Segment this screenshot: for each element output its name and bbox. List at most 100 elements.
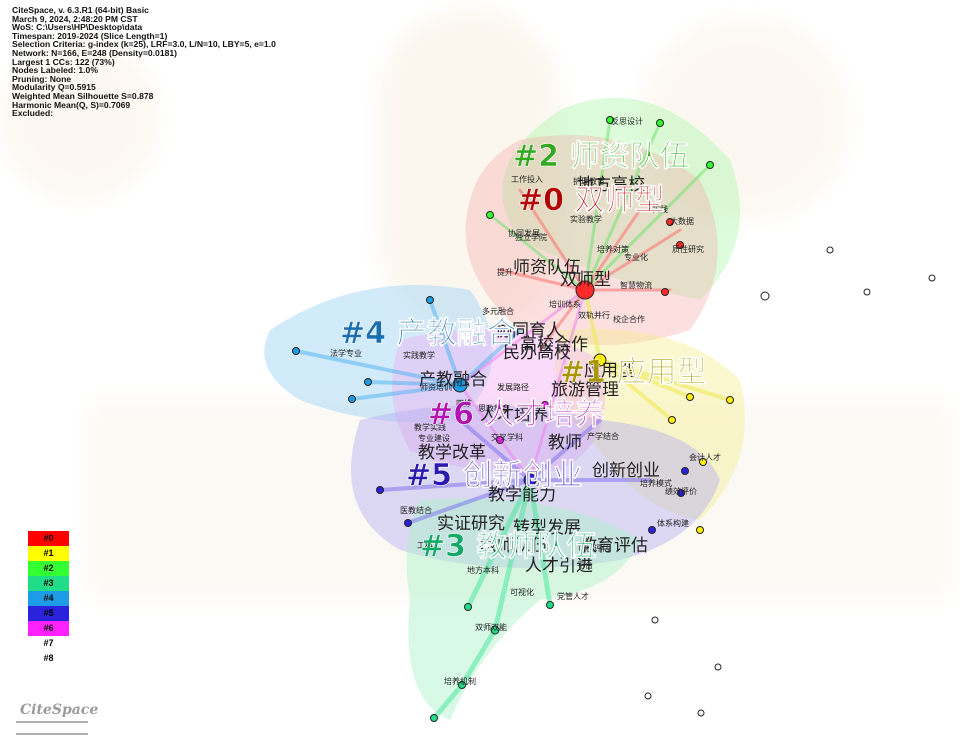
keyword-label: 教师: [548, 433, 582, 453]
node: [668, 416, 676, 424]
legend-item: #1: [28, 546, 69, 561]
keyword-label: 双师型: [560, 270, 611, 290]
cluster-hull-5: [351, 405, 720, 568]
keyword-label: 校企合作: [613, 314, 645, 324]
node: [699, 458, 707, 466]
node: [292, 347, 300, 355]
keyword-label: 教学改革: [418, 443, 486, 463]
keyword-label: 审核评估: [578, 543, 610, 553]
cluster-label-4: #4 产教融合: [340, 316, 516, 351]
node: [364, 378, 372, 386]
cluster-labels: #0 双师型#1 应用型#2 师资队伍#3 教师队伍#4 产教融合#5 创新创业…: [340, 139, 707, 565]
hub-node: [575, 280, 595, 300]
node: [593, 353, 607, 367]
meta-line: Selection Criteria: g-index (k=25), LRF=…: [12, 39, 276, 50]
legend-item: #2: [28, 561, 69, 576]
keyword-label: 党管人才: [557, 591, 589, 601]
keyword-label: 工作投入: [511, 174, 543, 184]
node: [486, 211, 494, 219]
keyword-label: 人才培养: [480, 405, 548, 425]
node: [496, 436, 504, 444]
keyword-labels-small: 反思设计工作投入护理教育实验教学独立学院协同发展培养对策专业化质性研究智慧物流大…: [330, 116, 721, 686]
keyword-label: 实践教学: [403, 350, 435, 360]
keyword-label: 教学能力: [488, 485, 556, 505]
keyword-label: 双师双能: [475, 622, 507, 632]
node: [426, 296, 434, 304]
cluster-label-6: #6 人才培养: [428, 397, 604, 432]
keyword-label: 培养机制: [444, 676, 476, 686]
cluster-hull-1: [555, 328, 745, 520]
node: [686, 393, 694, 401]
keyword-label: 体系构建: [657, 518, 689, 528]
legend-item: #0: [28, 531, 69, 546]
citespace-logo: CiteSpace: [20, 702, 99, 718]
keyword-label: 法学专业: [330, 348, 362, 358]
node: [464, 603, 472, 611]
keyword-label: 双轨并行: [578, 310, 610, 320]
logo-decoration: [16, 721, 88, 735]
legend-item: #3: [28, 576, 69, 591]
cluster-label-0: #0 双师型: [518, 183, 664, 218]
node: [648, 526, 656, 534]
isolated-node: [760, 291, 770, 301]
meta-line: Pruning: None: [12, 73, 72, 84]
keyword-label: 产学结合: [587, 431, 619, 441]
keyword-label: 师资队伍: [513, 258, 581, 278]
node: [656, 119, 664, 127]
keyword-label: 工科: [417, 540, 433, 550]
cluster-legend: #0#1#2#3#4#5#6#7#8: [28, 531, 69, 666]
node: [696, 526, 704, 534]
node: [676, 241, 684, 249]
keyword-label: 旅游管理: [551, 380, 619, 400]
meta-line: WoS: C:\Users\HP\Desktop\data: [12, 22, 143, 33]
node: [546, 601, 554, 609]
isolated-node: [644, 692, 652, 700]
keyword-label: 智慧物流: [620, 280, 652, 290]
keyword-label: 教学实践: [414, 422, 446, 432]
meta-line: Network: N=166, E=248 (Density=0.0181): [12, 47, 178, 58]
node: [666, 218, 674, 226]
keyword-label: 地方高校: [577, 175, 645, 195]
isolated-node: [928, 274, 936, 282]
legend-item: #8: [28, 651, 69, 666]
node: [430, 714, 438, 722]
keyword-label: 人才引进: [525, 556, 593, 576]
meta-line: Nodes Labeled: 1.0%: [12, 65, 98, 76]
keyword-label: 独立学院: [515, 232, 547, 242]
keyword-label: 师资培训: [420, 382, 452, 392]
keyword-label: 专业化: [624, 252, 648, 262]
keyword-label: 创新创业: [592, 461, 660, 481]
legend-item: #7: [28, 636, 69, 651]
keyword-label: 转型发展: [513, 518, 581, 538]
meta-line: Modularity Q=0.5915: [12, 82, 96, 93]
node: [523, 473, 537, 487]
keyword-label: 应用型: [584, 361, 635, 381]
keyword-label: 质性研究: [672, 244, 704, 254]
keyword-label: 民办高校: [503, 343, 571, 363]
keyword-label: 教育评估: [580, 536, 648, 556]
node: [348, 395, 356, 403]
cluster-hull-3: [406, 498, 640, 720]
cluster-label-1: #1 应用型: [560, 355, 706, 390]
keyword-label: 会计人才: [689, 452, 721, 462]
keyword-label: 大数据: [670, 216, 694, 226]
isolated-node: [863, 288, 871, 296]
legend-item: #5: [28, 606, 69, 621]
legend-item: #4: [28, 591, 69, 606]
legend-item: #6: [28, 621, 69, 636]
isolated-node: [697, 709, 705, 717]
node: [541, 401, 549, 409]
meta-line: Harmonic Mean(Q, S)=0.7069: [12, 99, 131, 110]
isolated-node: [826, 246, 834, 254]
meta-line: Weighted Mean Silhouette S=0.878: [12, 90, 154, 101]
meta-line: March 9, 2024, 2:48:20 PM CST: [12, 13, 138, 24]
nodes[interactable]: [292, 116, 936, 722]
keyword-label: 培养对策: [597, 244, 629, 254]
meta-line: CiteSpace, v. 6.3.R1 (64-bit) Basic: [12, 5, 149, 15]
keyword-label: 实践: [652, 204, 668, 214]
node: [661, 288, 669, 296]
meta-line: Timespan: 2019-2024 (Slice Length=1): [12, 30, 168, 41]
keyword-label: 可视化: [510, 587, 534, 597]
keyword-label: 培训体系: [549, 299, 581, 309]
